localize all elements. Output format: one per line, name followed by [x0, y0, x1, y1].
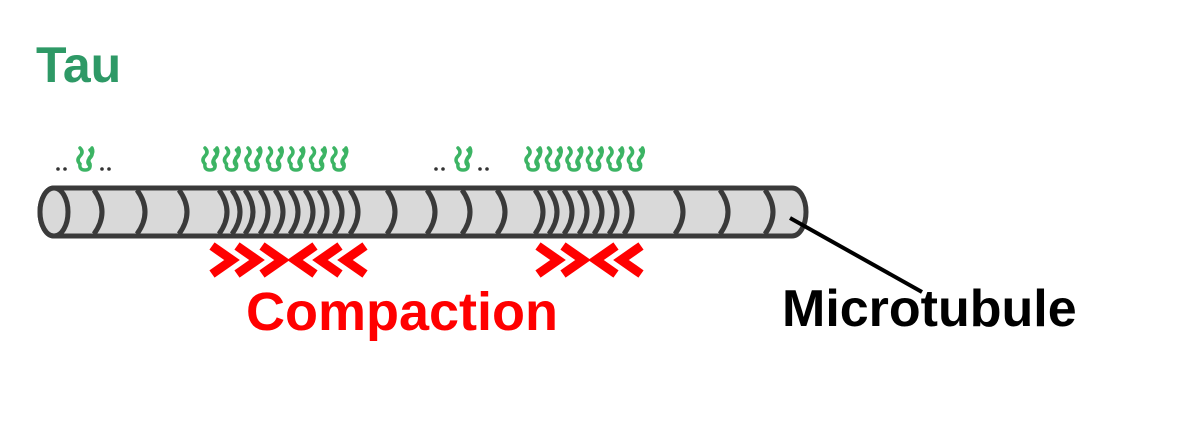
dot — [107, 167, 111, 171]
chevron-left-icon — [613, 242, 644, 278]
microtubule-segment-ring — [216, 188, 230, 236]
tau-protein-icon — [76, 146, 95, 172]
tau-protein-icon — [565, 146, 584, 172]
microtubule-segment-ring — [672, 188, 686, 236]
microtubule-segment-ring — [302, 188, 316, 236]
microtubule-segment-ring — [424, 188, 438, 236]
microtubule-segment-ring — [257, 188, 271, 236]
chevron-left-icon — [588, 242, 619, 278]
compaction-label: Compaction — [246, 282, 559, 342]
dot — [441, 167, 445, 171]
tau-protein-icon — [287, 146, 306, 172]
tau-protein-icon — [606, 146, 625, 172]
microtubule-segment-ring — [762, 188, 776, 236]
microtubule-segment-ring — [176, 188, 190, 236]
compaction-arrows — [209, 242, 644, 278]
tau-protein-icon — [585, 146, 605, 172]
tau-protein-icon — [330, 146, 349, 172]
microtubule-segment-ring — [717, 188, 731, 236]
tau-protein-icon — [222, 146, 242, 172]
microtubule-segment-ring — [229, 188, 243, 236]
tau-protein-icon — [265, 146, 285, 172]
microtubule-segment-ring — [316, 188, 330, 236]
tau-protein-icon — [308, 146, 328, 172]
tau-protein-icon — [626, 146, 646, 172]
dot — [485, 167, 489, 171]
microtubule-segment-ring — [561, 188, 575, 236]
chevron-left-icon — [312, 242, 343, 278]
microtubule-pointer-line — [789, 216, 923, 294]
chevron-left-icon — [337, 242, 368, 278]
microtubule-end-cap — [37, 185, 71, 239]
dot — [100, 167, 104, 171]
microtubule-segment-ring — [384, 188, 398, 236]
dot — [434, 167, 438, 171]
dot — [63, 167, 67, 171]
microtubule-segment-ring — [532, 188, 546, 236]
microtubule-segment-ring — [576, 188, 590, 236]
tau-protein-icon — [524, 146, 543, 172]
tau-protein-icon — [244, 146, 263, 172]
microtubule-segment-ring — [272, 188, 286, 236]
microtubule-segment-ring — [242, 188, 256, 236]
microtubule-segment-ring — [606, 188, 620, 236]
tau-protein-icon — [201, 146, 220, 172]
microtubule-segment-ring — [546, 188, 560, 236]
microtubule-segment-ring — [347, 188, 361, 236]
microtubule-segment-ring — [459, 188, 473, 236]
chevron-right-icon — [234, 242, 265, 278]
chevron-right-icon — [535, 242, 566, 278]
tau-proteins — [56, 146, 646, 172]
microtubule-segment-ring — [134, 188, 148, 236]
chevron-right-icon — [259, 242, 290, 278]
microtubule-segment-ring — [494, 188, 508, 236]
microtubule-segment-ring — [91, 188, 105, 236]
microtubule-segment-ring — [591, 188, 605, 236]
microtubule-label: Microtubule — [782, 280, 1077, 338]
chevron-right-icon — [560, 242, 591, 278]
chevron-left-icon — [287, 242, 318, 278]
microtubule-segment-ring — [621, 188, 635, 236]
microtubule-segment-ring — [331, 188, 345, 236]
tau-protein-icon — [454, 146, 473, 172]
tau-label: Tau — [36, 37, 122, 93]
microtubule-segment-ring — [287, 188, 301, 236]
microtubule-body — [37, 185, 809, 239]
dot — [478, 167, 482, 171]
tau-protein-icon — [544, 146, 564, 172]
microtubule — [37, 185, 809, 239]
dot — [56, 167, 60, 171]
chevron-right-icon — [209, 242, 240, 278]
